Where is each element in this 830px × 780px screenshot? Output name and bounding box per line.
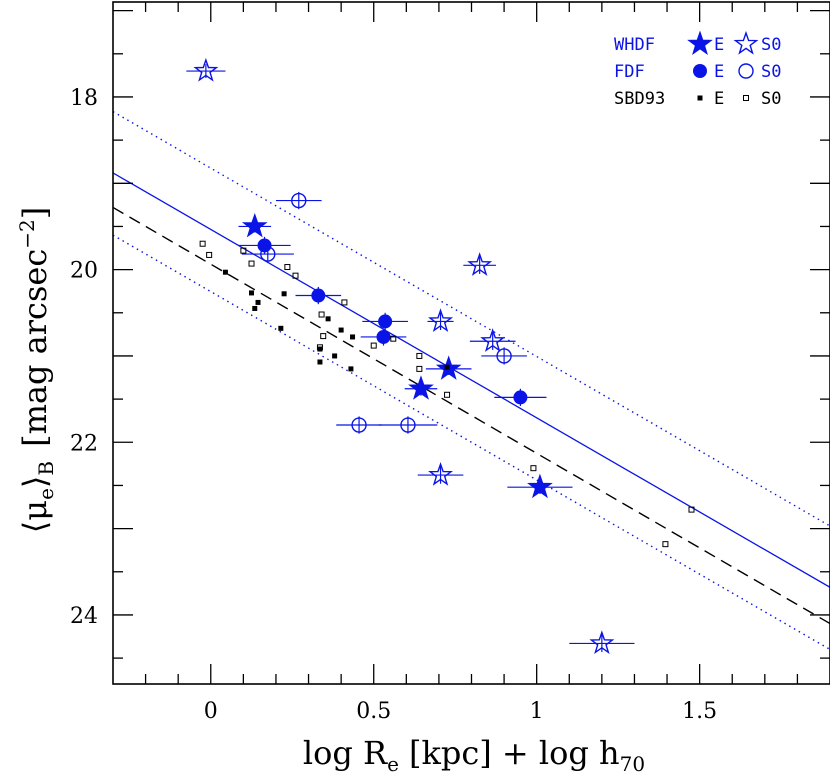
data-point [318,311,325,318]
data-point [281,291,287,297]
data-point [416,365,423,372]
series-sbd93-s0 [199,240,695,548]
data-point [249,290,255,296]
data-point [320,333,327,340]
data-point [480,328,506,352]
data-point [199,240,206,247]
y-tick-label: 22 [70,431,98,456]
legend-label: WHDF [614,35,655,55]
data-point [527,473,553,499]
data-point [325,316,331,322]
data-point [688,506,695,513]
data-point [284,264,291,271]
data-point [350,334,356,340]
legend-s0-label: S0 [761,35,781,55]
x-tick-label: 0.5 [356,699,391,724]
data-point [255,299,261,305]
series-fdf-s0 [241,191,527,434]
data-point [408,375,434,400]
legend-e-label: E [714,62,724,82]
line-sbd93 [113,206,830,625]
line-lower [113,234,830,651]
data-point [530,465,537,472]
legend-e-marker [693,64,707,78]
y-tick-label: 24 [70,604,98,629]
legend-label: FDF [614,62,645,82]
data-point [252,305,258,311]
data-point [257,238,272,253]
data-point [240,247,247,254]
data-point [260,246,276,262]
legend-e-marker [687,30,713,55]
data-point [428,461,454,486]
data-point [444,364,450,370]
data-points [186,57,695,655]
legend-e-label: E [714,35,724,55]
data-point [348,366,354,372]
x-tick-label: 1.5 [682,699,717,724]
data-point [341,299,348,306]
data-point [351,417,367,433]
legend-e-label: E [714,89,724,109]
series-fdf-e [238,236,547,407]
data-point [513,390,528,405]
legend-s0-label: S0 [761,62,781,82]
data-point [193,57,219,82]
data-point [311,288,326,303]
data-point [376,329,391,344]
axes: 0 0.5 1 1.5 18 20 22 24 [70,1,830,724]
data-point [291,192,307,209]
data-point [416,352,423,359]
data-point [241,212,268,238]
series-sbd93-e [222,269,450,372]
data-point [317,346,323,352]
data-point [467,252,493,276]
data-point [248,260,255,267]
legend-row-whdf: WHDF E S0 [614,30,781,55]
data-point [317,359,323,365]
x-axis-title: log Re[kpc] + log h70 [303,734,645,776]
legend-row-sbd93: SBD93 E S0 [614,89,781,109]
trend-lines [113,111,830,651]
legend-s0-marker [738,63,754,79]
line-fit [113,172,830,588]
data-point [338,327,344,333]
data-point [444,391,451,398]
data-point [428,308,454,333]
data-point [332,353,338,359]
series-whdf-s0 [186,57,635,655]
legend-label: SBD93 [614,89,665,109]
data-point [400,417,416,433]
legend-s0-marker [733,30,759,55]
data-point [390,335,397,342]
data-point [370,342,377,349]
data-point [316,344,323,351]
y-tick-label: 18 [70,86,98,111]
legend-e-marker [697,95,703,101]
legend-row-fdf: FDF E S0 [614,62,781,82]
x-tick-label: 1 [530,699,544,724]
y-axis-title: ⟨μe⟩B[mag arcsec−2] [15,207,58,533]
data-point [378,314,393,329]
data-point [278,325,284,331]
legend-s0-label: S0 [761,89,781,109]
data-point [496,348,512,364]
data-point [589,630,615,655]
data-point [292,272,299,279]
legend-s0-marker [743,95,749,101]
y-tick-label: 20 [70,259,98,284]
data-point [222,269,228,275]
x-tick-label: 0 [204,699,218,724]
data-point [662,541,669,548]
line-upper [113,111,830,527]
data-point [206,251,213,258]
